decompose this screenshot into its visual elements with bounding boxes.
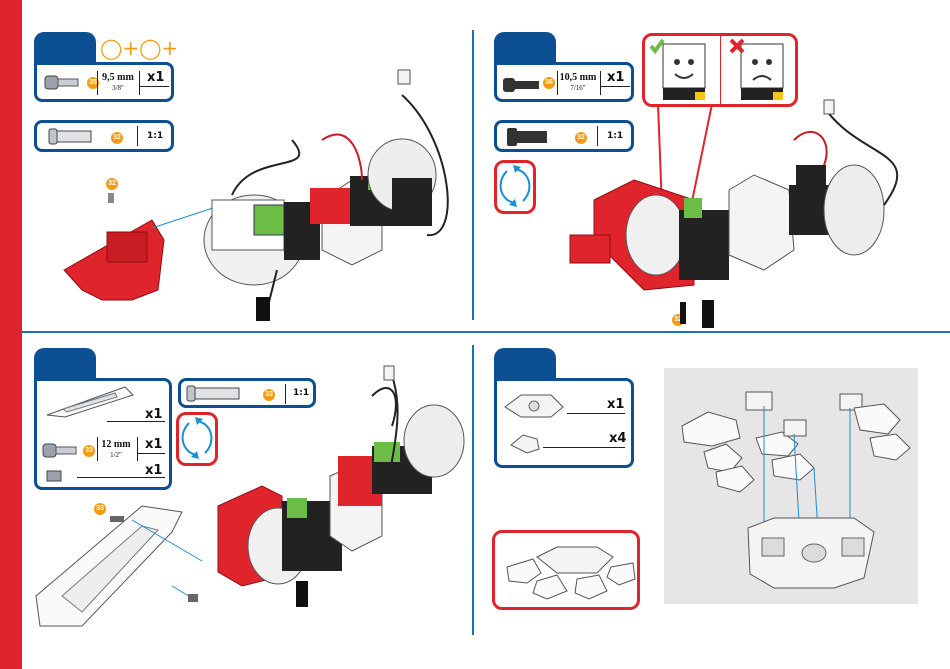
parts-box: x1 x4	[494, 378, 634, 468]
vertical-divider-bottom	[472, 345, 474, 635]
exploded-claw-illustration	[664, 368, 918, 604]
result-preview-box	[492, 530, 640, 610]
assembly-illustration	[22, 336, 472, 656]
assembly-illustration	[474, 0, 924, 320]
assembly-illustration	[22, 0, 472, 320]
horizontal-divider	[22, 331, 950, 333]
assembled-claw-illustration	[497, 537, 637, 607]
quantity-line	[543, 447, 625, 448]
base-part-icon	[501, 389, 565, 419]
quantity-line	[567, 413, 625, 414]
claw-quantity: x4	[609, 431, 626, 446]
claw-part-icon	[509, 431, 543, 455]
edge-bar	[0, 0, 22, 669]
base-quantity: x1	[607, 397, 624, 412]
step-tab	[494, 348, 556, 380]
